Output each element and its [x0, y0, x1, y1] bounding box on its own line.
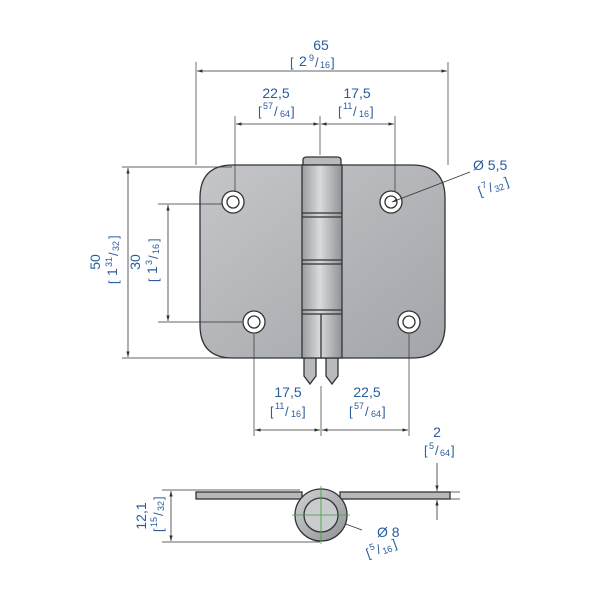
svg-text:12,1: 12,1 [133, 502, 149, 529]
svg-text:16: 16 [151, 244, 161, 254]
dim-hole-diameter: Ø 5,5 [ 7 / 32 ] [473, 157, 511, 199]
svg-text:2: 2 [433, 424, 441, 440]
svg-text:31: 31 [104, 257, 114, 267]
pin-bottom-stub-left [303, 357, 317, 386]
side-leaf-left [195, 491, 303, 500]
svg-text:57: 57 [263, 101, 273, 111]
dim-height: 50 [ 1 31 / 32 ] [87, 235, 121, 284]
hinge-knuckle [301, 164, 343, 359]
svg-text:]: ] [370, 104, 374, 119]
svg-text:/: / [274, 104, 278, 119]
svg-text:[: [ [258, 104, 262, 119]
dim-bottom-right: 22,5 [ 57 / 64 ] [349, 384, 386, 419]
svg-text:22,5: 22,5 [353, 384, 380, 400]
svg-text:[: [ [364, 545, 373, 560]
dim-side-height: 12,1 [ 15 / 32 ] [133, 496, 166, 532]
svg-text:11: 11 [275, 401, 284, 411]
svg-text:65: 65 [313, 37, 329, 53]
svg-text:5: 5 [429, 441, 434, 451]
svg-text:9: 9 [309, 53, 314, 63]
svg-text:32: 32 [156, 501, 166, 511]
dim-bottom-left: 17,5 [ 11 / 16 ] [270, 384, 306, 419]
svg-text:7: 7 [480, 179, 488, 190]
svg-text:]: ] [331, 55, 335, 70]
svg-text:16: 16 [320, 60, 330, 70]
svg-text:1: 1 [144, 266, 160, 274]
svg-text:[: [ [338, 104, 342, 119]
svg-text:15: 15 [149, 517, 159, 527]
svg-text:16: 16 [359, 109, 369, 119]
svg-text:64: 64 [440, 448, 450, 458]
dim-hole-left: 22,5 [ 57 / 64 ] [258, 85, 295, 119]
svg-text:]: ] [151, 496, 166, 500]
svg-text:2: 2 [299, 53, 307, 69]
dim-hole-right: 17,5 [ 11 / 16 ] [338, 85, 374, 119]
svg-text:17,5: 17,5 [343, 85, 370, 101]
svg-text:Ø 8: Ø 8 [377, 524, 400, 540]
dim-thickness: 2 [ 5 / 64 ] [424, 424, 455, 458]
svg-text:[: [ [290, 55, 294, 70]
pin-bottom-stub-right [325, 357, 339, 386]
svg-text:50: 50 [87, 254, 103, 270]
svg-text:/: / [315, 55, 319, 70]
svg-text:[: [ [349, 404, 353, 419]
svg-text:[: [ [424, 443, 428, 458]
svg-text:32: 32 [111, 241, 121, 251]
hinge-side-view [195, 486, 451, 544]
svg-text:/: / [486, 180, 495, 195]
svg-text:]: ] [146, 238, 161, 242]
svg-text:64: 64 [371, 409, 381, 419]
dim-hole-spacing: 30 [ 1 3 / 16 ] [127, 238, 161, 282]
svg-text:]: ] [302, 404, 306, 419]
svg-text:]: ] [291, 104, 295, 119]
svg-text:64: 64 [280, 109, 290, 119]
svg-text:5: 5 [368, 541, 376, 552]
svg-text:[: [ [476, 183, 485, 198]
svg-text:/: / [285, 404, 289, 419]
svg-text:[: [ [106, 280, 121, 284]
svg-text:17,5: 17,5 [274, 384, 301, 400]
svg-text:[: [ [270, 404, 274, 419]
svg-text:16: 16 [291, 409, 301, 419]
svg-text:32: 32 [493, 181, 506, 194]
svg-text:/: / [146, 255, 161, 259]
svg-text:30: 30 [127, 254, 143, 270]
svg-text:]: ] [390, 536, 399, 551]
side-leaf-right [339, 491, 451, 500]
dim-overall-width: 65 [ 2 9 / 16 ] [290, 37, 335, 70]
svg-text:/: / [435, 443, 439, 458]
svg-text:/: / [106, 252, 121, 256]
svg-text:[: [ [151, 528, 166, 532]
svg-text:]: ] [106, 235, 121, 239]
pin-top-stub [302, 156, 342, 166]
svg-text:[: [ [146, 278, 161, 282]
svg-text:/: / [151, 512, 166, 516]
svg-text:1: 1 [104, 268, 120, 276]
svg-text:16: 16 [381, 543, 394, 556]
extension-lines [122, 62, 460, 543]
svg-text:Ø 5,5: Ø 5,5 [473, 157, 507, 173]
hinge-front-view [199, 156, 446, 386]
svg-text:]: ] [502, 174, 511, 189]
svg-text:]: ] [382, 404, 386, 419]
svg-text:57: 57 [354, 401, 364, 411]
svg-text:]: ] [451, 443, 455, 458]
svg-text:3: 3 [144, 260, 154, 265]
svg-text:11: 11 [343, 101, 352, 111]
leader-hole-diameter [391, 171, 471, 203]
svg-text:/: / [365, 404, 369, 419]
svg-text:/: / [353, 104, 357, 119]
dim-pin-diameter: Ø 8 [ 5 / 16 ] [364, 524, 400, 561]
svg-text:22,5: 22,5 [262, 85, 289, 101]
svg-text:/: / [374, 542, 383, 557]
